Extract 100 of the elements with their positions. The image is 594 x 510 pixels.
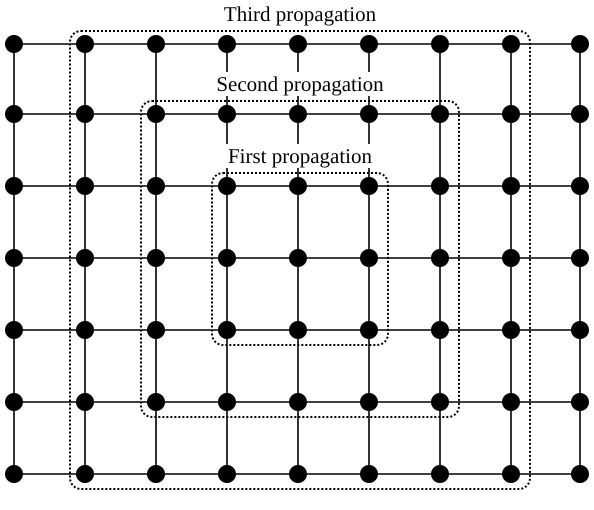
grid-node — [76, 393, 94, 411]
grid-line — [378, 329, 431, 331]
grid-node — [76, 321, 94, 339]
grid-line — [449, 257, 502, 259]
grid-node — [147, 465, 165, 483]
grid-node — [5, 393, 23, 411]
grid-line — [155, 267, 157, 321]
grid-line — [236, 43, 289, 45]
grid-node — [360, 35, 378, 53]
grid-line — [165, 473, 218, 475]
grid-line — [226, 267, 228, 321]
grid-line — [23, 473, 76, 475]
grid-line — [579, 339, 581, 393]
grid-line — [449, 329, 502, 331]
grid-line — [520, 401, 571, 403]
grid-node — [502, 393, 520, 411]
grid-line — [236, 401, 289, 403]
grid-node — [147, 105, 165, 123]
grid-node — [218, 393, 236, 411]
grid-node — [289, 35, 307, 53]
grid-line — [439, 53, 441, 105]
grid-node — [218, 177, 236, 195]
grid-node — [147, 321, 165, 339]
grid-line — [23, 113, 76, 115]
grid-line — [236, 257, 289, 259]
grid-line — [579, 123, 581, 177]
grid-line — [510, 195, 512, 249]
grid-node — [431, 321, 449, 339]
grid-node — [571, 35, 589, 53]
grid-line — [165, 113, 218, 115]
grid-line — [13, 195, 15, 249]
grid-line — [226, 339, 228, 393]
grid-line — [94, 257, 147, 259]
grid-line — [23, 329, 76, 331]
grid-node — [431, 105, 449, 123]
grid-line — [297, 411, 299, 465]
grid-line — [94, 473, 147, 475]
grid-line — [520, 113, 571, 115]
grid-node — [147, 177, 165, 195]
grid-node — [5, 35, 23, 53]
grid-line — [155, 123, 157, 177]
grid-line — [13, 339, 15, 393]
grid-line — [579, 195, 581, 249]
grid-line — [13, 123, 15, 177]
grid-line — [439, 123, 441, 177]
grid-node — [502, 321, 520, 339]
grid-node — [360, 177, 378, 195]
grid-line — [226, 195, 228, 249]
grid-line — [94, 185, 147, 187]
grid-line — [439, 267, 441, 321]
grid-line — [236, 473, 289, 475]
grid-node — [289, 177, 307, 195]
grid-line — [13, 267, 15, 321]
grid-node — [218, 321, 236, 339]
grid-line — [236, 329, 289, 331]
grid-line — [307, 43, 360, 45]
grid-line — [307, 473, 360, 475]
grid-line — [510, 411, 512, 465]
grid-line — [378, 473, 431, 475]
grid-node — [431, 393, 449, 411]
grid-line — [579, 53, 581, 105]
grid-node — [147, 249, 165, 267]
grid-line — [236, 185, 289, 187]
grid-line — [84, 195, 86, 249]
grid-line — [94, 329, 147, 331]
grid-line — [449, 473, 502, 475]
grid-node — [5, 465, 23, 483]
grid-line — [449, 43, 502, 45]
grid-line — [439, 195, 441, 249]
grid-node — [360, 321, 378, 339]
grid-line — [439, 339, 441, 393]
grid-line — [439, 411, 441, 465]
grid-line — [23, 401, 76, 403]
grid-node — [431, 249, 449, 267]
grid-node — [218, 465, 236, 483]
grid-line — [510, 267, 512, 321]
grid-node — [571, 105, 589, 123]
grid-node — [502, 177, 520, 195]
grid-line — [13, 411, 15, 465]
grid-line — [520, 185, 571, 187]
grid-node — [360, 249, 378, 267]
grid-line — [510, 123, 512, 177]
grid-node — [218, 249, 236, 267]
grid-node — [360, 393, 378, 411]
grid-line — [510, 339, 512, 393]
grid-node — [76, 105, 94, 123]
grid-node — [571, 177, 589, 195]
grid-line — [307, 329, 360, 331]
grid-node — [147, 35, 165, 53]
grid-line — [236, 113, 289, 115]
grid-line — [520, 43, 571, 45]
grid-node — [289, 393, 307, 411]
grid-line — [520, 473, 571, 475]
grid-node — [571, 321, 589, 339]
grid-node — [76, 249, 94, 267]
grid-node — [289, 465, 307, 483]
grid-line — [378, 185, 431, 187]
grid-line — [378, 113, 431, 115]
grid-node — [571, 465, 589, 483]
grid-line — [579, 267, 581, 321]
